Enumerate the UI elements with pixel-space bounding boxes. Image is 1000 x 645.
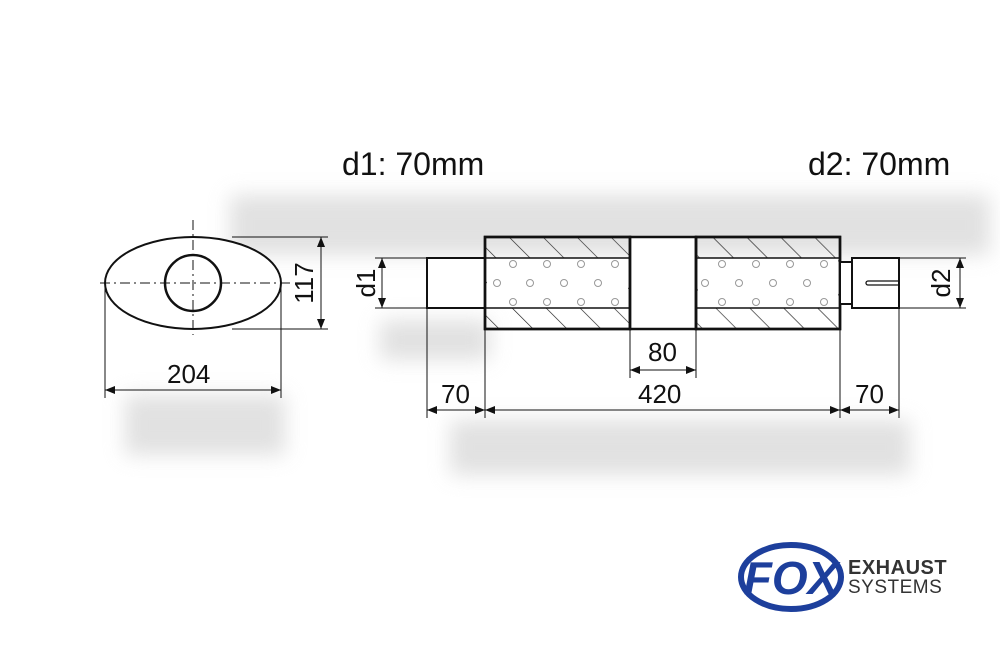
inlet-length-label: 70 (441, 379, 470, 409)
d2-label: d2 (926, 269, 956, 298)
fox-logo-mark: FOX (744, 552, 841, 604)
oval-front-view (100, 220, 328, 398)
d1-spec-heading: d1: 70mm (342, 146, 485, 182)
d2-spec-heading: d2: 70mm (808, 146, 951, 182)
logo-line-exhaust: EXHAUST (848, 557, 948, 579)
outlet-pipe (839, 261, 853, 305)
outlet-coupler (851, 257, 900, 309)
fox-logo-icon: FOX (738, 542, 844, 612)
shadow-bottom (450, 420, 910, 475)
shadow-left (125, 395, 285, 455)
logo-line-systems: SYSTEMS (848, 577, 943, 598)
inlet-pipe (426, 257, 486, 309)
center-chamber-label: 80 (648, 337, 677, 367)
body-length-label: 420 (638, 379, 682, 409)
oval-height-label: 117 (289, 262, 319, 303)
shadow-mid (380, 320, 490, 360)
muffler-side-view (375, 235, 966, 418)
outlet-length-label: 70 (855, 379, 884, 409)
oval-width-label: 204 (167, 359, 211, 389)
d1-label: d1 (351, 269, 381, 298)
perforations (493, 260, 828, 306)
center-chamber (628, 235, 698, 331)
